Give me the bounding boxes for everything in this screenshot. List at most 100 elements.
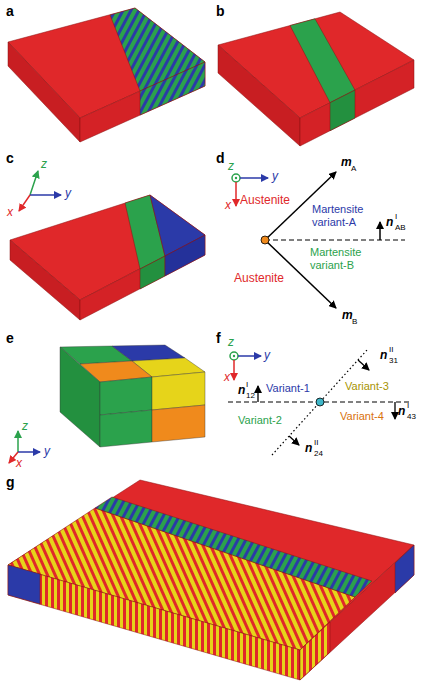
- slab-b: [218, 12, 414, 146]
- axis-arrows-f: [230, 352, 261, 380]
- block-e-part: [152, 405, 205, 442]
- panel-letter: f: [216, 330, 221, 346]
- slab-a-part: [140, 62, 205, 115]
- slab-c-part: [165, 235, 205, 276]
- vector-superscript: II: [314, 438, 318, 447]
- phase-label: Martensite variant-B: [310, 246, 374, 271]
- axis-arrows-d-part: [240, 177, 268, 179]
- axis-label: x: [16, 457, 22, 471]
- vector-symbol: n: [238, 384, 245, 398]
- junction-sketch-f-part: [289, 436, 299, 445]
- axis-label: z: [228, 160, 234, 174]
- axis-arrows-c-part: [30, 194, 61, 196]
- slab-a: [8, 8, 205, 142]
- vector-symbol: n: [398, 405, 405, 419]
- axis-label: x: [7, 206, 13, 220]
- axis-label: y: [44, 445, 50, 459]
- panel-letter: c: [6, 150, 14, 166]
- vector-subscript: 43: [407, 412, 416, 421]
- junction-sketch-f: [228, 350, 410, 455]
- axis-label: y: [272, 170, 278, 184]
- vector-symbol: m: [341, 156, 352, 170]
- slab-g-part: [300, 622, 330, 680]
- slab-c: [10, 195, 205, 320]
- slab-g-part: [300, 545, 414, 680]
- vector-symbol: n: [380, 349, 387, 363]
- variant-label: Variant-1: [266, 382, 310, 395]
- axis-arrows-d-part: [235, 177, 237, 179]
- variant-label: Variant-2: [238, 414, 282, 427]
- slab-a-part: [8, 8, 205, 118]
- block-e: [60, 345, 205, 447]
- slab-g-part: [395, 545, 414, 593]
- variant-label: Variant-3: [345, 380, 389, 393]
- junction-sketch-f-part: [358, 360, 369, 370]
- interface-sketch-d-part: [265, 240, 405, 241]
- variant-label: Variant-4: [340, 410, 384, 423]
- panel-letter: e: [6, 330, 14, 346]
- vector-superscript: I: [246, 380, 248, 389]
- axis-arrows-e-part: [17, 431, 19, 452]
- junction-sketch-f-part: [272, 350, 367, 455]
- vector-subscript: 31: [389, 356, 398, 365]
- interface-sketch-d-part: [261, 236, 269, 244]
- slab-a-part: [8, 42, 80, 142]
- slab-g-part: [95, 497, 372, 597]
- axis-arrows-c-part: [30, 171, 38, 195]
- junction-sketch-f-part: [316, 398, 324, 406]
- panel-letter: g: [6, 474, 15, 490]
- block-e-part: [60, 347, 100, 447]
- junction-sketch-f-part: [257, 386, 258, 402]
- block-e-part: [152, 372, 205, 410]
- interface-sketch-d-part: [379, 222, 381, 240]
- axis-arrows-f-part: [233, 360, 235, 380]
- axis-label: z: [228, 336, 234, 350]
- axis-arrows-f-part: [230, 352, 238, 360]
- vector-symbol: n: [386, 216, 393, 230]
- axis-label: y: [264, 349, 270, 363]
- slab-c-part: [10, 240, 80, 320]
- axis-arrows-d-part: [235, 182, 237, 206]
- axis-label: z: [22, 420, 28, 434]
- junction-sketch-f-part: [394, 402, 395, 419]
- vector-superscript: I: [395, 212, 397, 221]
- vector-superscript: I: [407, 401, 409, 410]
- vector-subscript: B: [352, 317, 357, 326]
- axis-label: y: [65, 187, 71, 201]
- axis-label: x: [225, 199, 231, 213]
- vector-symbol: m: [342, 309, 353, 323]
- panel-letter: d: [216, 150, 225, 166]
- vector-subscript: A: [351, 164, 356, 173]
- axis-arrows-e-part: [18, 451, 40, 453]
- axis-arrows-d-part: [232, 174, 240, 182]
- phase-label: Austenite: [234, 272, 284, 286]
- axis-arrows-e: [9, 431, 40, 463]
- vector-subscript: AB: [395, 223, 406, 232]
- vector-symbol: n: [305, 442, 312, 456]
- phase-label: Austenite: [240, 194, 290, 208]
- vector-subscript: 12: [246, 391, 255, 400]
- panel-letter: b: [216, 3, 225, 19]
- axis-arrows-f-part: [233, 355, 235, 357]
- panel-letter: a: [6, 3, 14, 19]
- slab-c-part: [140, 256, 165, 289]
- slab-g: [8, 480, 414, 680]
- interface-sketch-d: [261, 172, 405, 308]
- axis-arrows-c: [19, 171, 61, 211]
- vector-subscript: 24: [314, 449, 323, 458]
- slab-g-part: [8, 565, 40, 604]
- slab-b-part: [330, 90, 355, 131]
- slab-b-part: [218, 45, 300, 146]
- axis-label: z: [41, 158, 47, 172]
- axis-label: x: [224, 371, 230, 385]
- slab-g-part: [8, 565, 300, 680]
- axis-arrows-f-part: [238, 355, 261, 357]
- vector-superscript: II: [389, 345, 393, 354]
- slab-b-part: [290, 19, 355, 103]
- block-e-part: [100, 377, 152, 415]
- axis-arrows-c-part: [19, 195, 30, 211]
- phase-label: Martensite variant-A: [312, 203, 376, 228]
